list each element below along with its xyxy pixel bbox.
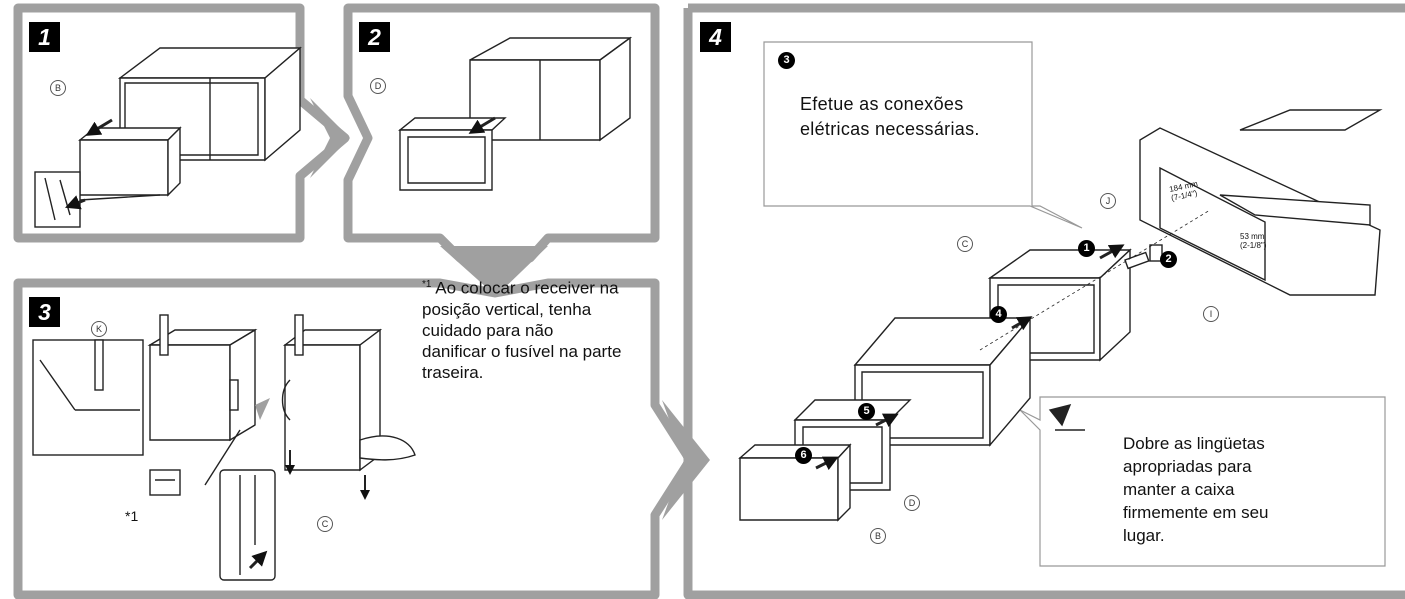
- footnote-marker-drawing: *1: [125, 508, 139, 524]
- arrow-1-to-2: [310, 98, 350, 178]
- step-marker-5: 5: [858, 403, 875, 420]
- part-label-c-step3: C: [317, 516, 333, 532]
- step-marker-4: 4: [990, 306, 1007, 323]
- step2-illustration: [398, 36, 633, 191]
- part-label-d-step4: D: [904, 495, 920, 511]
- part-label-j: J: [1100, 193, 1116, 209]
- step-number-2: 2: [359, 22, 390, 52]
- step-number-3: 3: [29, 297, 60, 327]
- step-marker-6: 6: [795, 447, 812, 464]
- part-label-b: B: [50, 80, 66, 96]
- part-label-d: D: [370, 78, 386, 94]
- part-label-i: I: [1203, 306, 1219, 322]
- step-number-1: 1: [29, 22, 60, 52]
- step3-illustration: [32, 314, 416, 581]
- callout-top-marker: 3: [778, 52, 795, 69]
- frame-step4: [683, 3, 1405, 599]
- callout-bottom-box: [1019, 396, 1386, 567]
- footnote-text: *1 Ao colocar o re­ceiver na posição ver…: [422, 274, 622, 383]
- part-label-k: K: [91, 321, 107, 337]
- part-label-b-step4: B: [870, 528, 886, 544]
- arrow-2-to-3: [440, 246, 548, 296]
- step-marker-2: 2: [1160, 251, 1177, 268]
- callout-top-text: Efetue as conexões elétricas necessárias…: [800, 94, 980, 139]
- footnote-marker: *1: [422, 279, 432, 290]
- part-label-c: C: [957, 236, 973, 252]
- step-marker-1: 1: [1078, 240, 1095, 257]
- step1-illustration: [34, 46, 302, 228]
- step-number-4: 4: [700, 22, 731, 52]
- callout-top-box: [763, 41, 1083, 229]
- arrow-3-to-4: [662, 400, 710, 520]
- callout-bottom-text: Dobre as lingüetas apropriadas para mant…: [1123, 434, 1269, 545]
- dim-height: 53 mm(2-1/8"): [1240, 232, 1267, 250]
- footnote-body: Ao colocar o re­ceiver na posição vertic…: [422, 278, 622, 382]
- frame-step3: [13, 278, 695, 599]
- step4-illustration: [738, 41, 1386, 567]
